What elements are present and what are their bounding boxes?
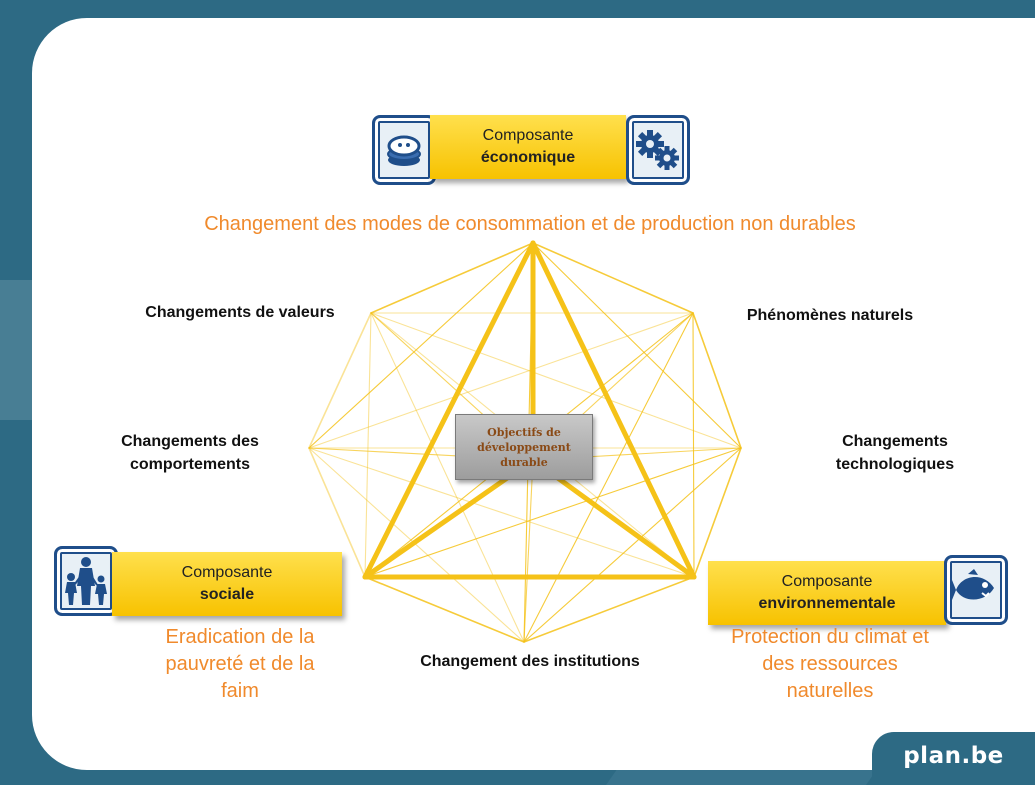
driver-values-label: Changements de valeurs	[145, 304, 335, 321]
social-challenge-label: Eradication de la pauvreté et de la faim	[130, 624, 350, 705]
heptagon-chord	[370, 312, 742, 449]
apex-chord	[523, 459, 534, 643]
heptagon-edge	[692, 312, 742, 449]
social-challenge-line-3: faim	[221, 680, 259, 702]
heptagon-edge	[693, 447, 742, 578]
heptagon-edge	[370, 242, 534, 314]
heptagon-chord	[308, 242, 534, 449]
social-component-banner: Composante sociale	[112, 552, 342, 616]
heptagon-chord	[308, 447, 695, 578]
fish-icon-box	[944, 555, 1008, 625]
driver-technology-label: Changements technologiques	[790, 430, 1000, 476]
heptagon-chord	[308, 312, 694, 449]
family-icon	[65, 557, 107, 605]
driver-behaviours-line-1: Changements des	[121, 433, 259, 450]
environmental-challenge-line-2: des ressources	[762, 653, 898, 675]
tetrahedron-edge	[362, 240, 536, 580]
economic-challenge-label: Changement des modes de consommation et …	[204, 213, 856, 235]
heptagon-edge	[308, 447, 366, 578]
coins-icon-box	[372, 115, 436, 185]
driver-technology-line-1: Changements	[842, 433, 948, 450]
economic-component-banner: Composante économique	[430, 115, 626, 179]
heptagon-chord	[364, 447, 742, 578]
fish-icon	[952, 569, 994, 600]
driver-technology-line-2: technologiques	[835, 456, 955, 473]
heptagon-edge	[532, 242, 694, 314]
gears-icon	[636, 130, 679, 170]
environmental-component-label: Composante	[781, 573, 873, 590]
driver-institutions-label: Changement des institutions	[420, 653, 640, 670]
heptagon-chord	[308, 447, 525, 643]
driver-natural-label: Phénomènes naturels	[746, 307, 914, 324]
family-icon-box	[54, 546, 118, 616]
driver-behaviours-line-2: comportements	[129, 456, 251, 473]
environmental-component-name: environnementale	[758, 595, 896, 612]
coins-icon	[387, 135, 421, 166]
social-component-name: sociale	[199, 586, 255, 603]
economic-component-name: économique	[480, 149, 576, 166]
heptagon-chord	[532, 242, 742, 449]
heptagon-chord	[523, 312, 694, 643]
social-challenge-line-2: pauvreté et de la	[165, 653, 315, 675]
heptagon-edge	[364, 576, 525, 643]
tetrahedron-edge	[530, 240, 697, 580]
gears-icon-box	[626, 115, 690, 185]
environmental-challenge-label: Protection du climat et des ressources n…	[700, 624, 960, 705]
economic-component-label: Composante	[482, 127, 574, 144]
heptagon-chord	[370, 312, 525, 643]
social-component-label: Composante	[181, 564, 273, 581]
driver-behaviours-label: Changements des comportements	[80, 430, 300, 476]
objectives-center-label: Objectifs de développement durable	[477, 425, 571, 469]
heptagon-edge	[308, 312, 372, 449]
heptagon-edge	[523, 576, 695, 643]
environmental-challenge-line-3: naturelles	[786, 680, 874, 702]
heptagon-chord	[364, 312, 372, 578]
social-challenge-line-1: Eradication de la	[165, 626, 315, 648]
heptagon-chord	[692, 312, 695, 578]
heptagon-chord	[523, 447, 742, 643]
plan-be-logo[interactable]: plan.be	[872, 732, 1035, 780]
environmental-component-banner: Composante environnementale	[708, 561, 946, 625]
environmental-challenge-line-1: Protection du climat et	[731, 626, 929, 648]
objectives-center-box: Objectifs de développement durable	[455, 414, 593, 480]
